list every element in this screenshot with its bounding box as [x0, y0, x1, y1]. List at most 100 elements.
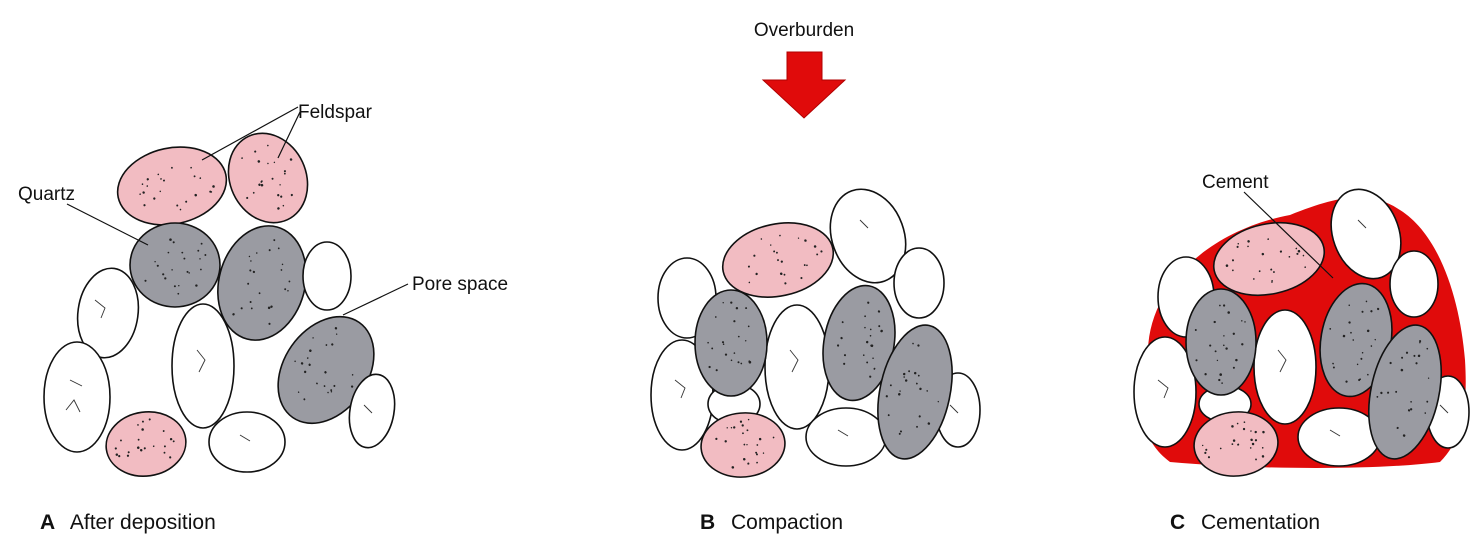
speck	[1215, 350, 1217, 352]
speck	[1225, 347, 1227, 349]
speck	[183, 258, 185, 260]
speck	[1217, 360, 1218, 361]
speck	[144, 280, 146, 282]
speck	[199, 258, 200, 259]
white-grain	[1254, 310, 1316, 424]
panel-b-title: Compaction	[731, 511, 843, 534]
panel-a: Feldspar Quartz Pore space A After depos…	[18, 102, 508, 534]
quartz-grain	[695, 290, 767, 396]
speck	[1223, 335, 1224, 336]
speck	[1204, 373, 1206, 375]
speck	[1218, 379, 1220, 381]
quartz-grain	[130, 223, 220, 307]
speck	[1223, 345, 1225, 347]
speck	[1219, 373, 1222, 376]
panel-c-letter: C	[1170, 511, 1185, 534]
panel-c-caption: C Cementation	[1170, 511, 1320, 534]
speck	[1241, 320, 1242, 321]
speck	[164, 277, 166, 279]
speck	[723, 343, 725, 345]
speck	[187, 271, 189, 273]
panel-c-title: Cementation	[1201, 511, 1320, 534]
speck	[1233, 367, 1235, 369]
speck	[733, 320, 735, 322]
white-grain	[44, 342, 110, 452]
speck	[1219, 305, 1221, 307]
panel-b-caption: B Compaction	[700, 511, 843, 534]
speck	[177, 293, 179, 295]
speck	[736, 307, 738, 309]
speck	[1244, 321, 1246, 323]
overburden-arrow-icon	[763, 52, 845, 118]
speck	[1223, 304, 1225, 306]
speck	[1195, 329, 1197, 331]
speck	[1235, 359, 1237, 361]
speck	[200, 269, 202, 271]
speck	[1209, 345, 1211, 347]
quartz-label-a: Quartz	[18, 184, 75, 205]
speck	[722, 341, 724, 343]
white-grain	[303, 242, 351, 310]
speck	[168, 252, 170, 254]
speck	[707, 342, 709, 344]
cement-label: Cement	[1202, 172, 1269, 193]
speck	[173, 241, 175, 243]
overburden-label: Overburden	[754, 20, 854, 41]
white-grain	[1298, 408, 1380, 466]
speck	[154, 261, 155, 262]
speck	[157, 265, 159, 267]
speck	[725, 353, 727, 355]
speck	[188, 272, 190, 274]
panel-a-letter: A	[40, 511, 55, 534]
speck	[1221, 382, 1223, 384]
speck	[745, 307, 747, 309]
quartz-grain	[1186, 289, 1256, 395]
white-grain	[172, 304, 234, 428]
feldspar-grain	[102, 407, 190, 482]
feldspar-label: Feldspar	[298, 102, 373, 123]
speck	[197, 250, 199, 252]
speck	[731, 360, 733, 362]
panel-a-caption: A After deposition	[40, 511, 216, 534]
speck	[171, 269, 172, 270]
speck	[749, 361, 752, 364]
panel-b-letter: B	[700, 511, 715, 534]
speck	[738, 336, 740, 338]
panel-b: B Compaction	[651, 179, 980, 534]
white-grain	[209, 412, 285, 472]
speck	[730, 301, 732, 303]
speck	[1214, 321, 1216, 323]
speck	[201, 243, 203, 245]
white-grain	[894, 248, 944, 318]
speck	[1195, 359, 1197, 361]
feldspar-grain	[110, 137, 233, 234]
speck	[1227, 311, 1230, 314]
speck	[169, 238, 172, 241]
speck	[740, 363, 742, 365]
speck	[1233, 333, 1235, 335]
panel-c: Cement C Cementation	[1134, 172, 1469, 534]
speck	[195, 284, 197, 286]
white-grain	[1390, 251, 1438, 317]
speck	[748, 326, 750, 328]
speck	[174, 285, 176, 287]
speck	[716, 369, 718, 371]
panel-a-title: After deposition	[70, 511, 216, 534]
white-grain	[806, 408, 886, 466]
pore-space-label: Pore space	[412, 274, 508, 295]
speck	[162, 273, 164, 275]
speck	[204, 254, 206, 256]
speck	[723, 302, 724, 303]
speck	[715, 316, 717, 318]
speck	[738, 361, 740, 363]
feldspar-grain	[214, 120, 322, 235]
speck	[745, 340, 746, 341]
speck	[178, 285, 179, 286]
feldspar-grain	[698, 409, 787, 480]
speck	[711, 347, 713, 349]
white-grain	[765, 305, 829, 429]
speck	[734, 352, 736, 354]
overburden-group: Overburden	[754, 20, 854, 118]
speck	[181, 252, 183, 254]
